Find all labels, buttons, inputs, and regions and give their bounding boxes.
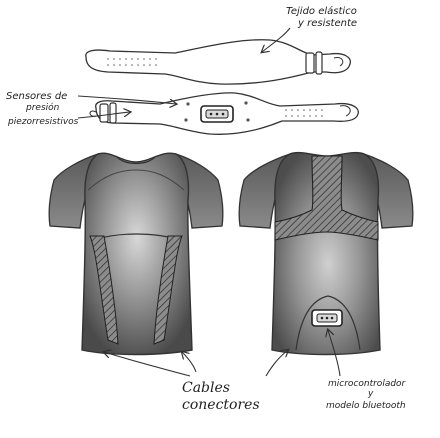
- cables-label-line2: conectores: [182, 397, 260, 413]
- sensors-label-line1: Sensores de: [6, 91, 67, 102]
- micro-label-line1: microcontrolador: [328, 379, 407, 389]
- cables-label-line1: Cables: [182, 380, 230, 396]
- fabric-label-line2: y resistente: [297, 18, 357, 29]
- micro-label-line3: modelo bluetooth: [326, 401, 406, 411]
- shirt-front: [49, 153, 223, 354]
- shirt-back: [239, 153, 413, 355]
- sensors-label-line2: presión: [25, 102, 60, 113]
- sensor-band: [90, 93, 358, 134]
- fabric-label-line1: Tejido elástico: [286, 5, 357, 17]
- sensors-label-line3: piezorresistivos: [7, 117, 79, 127]
- elastic-band-top: [86, 40, 351, 84]
- micro-label-line2: y: [367, 389, 374, 399]
